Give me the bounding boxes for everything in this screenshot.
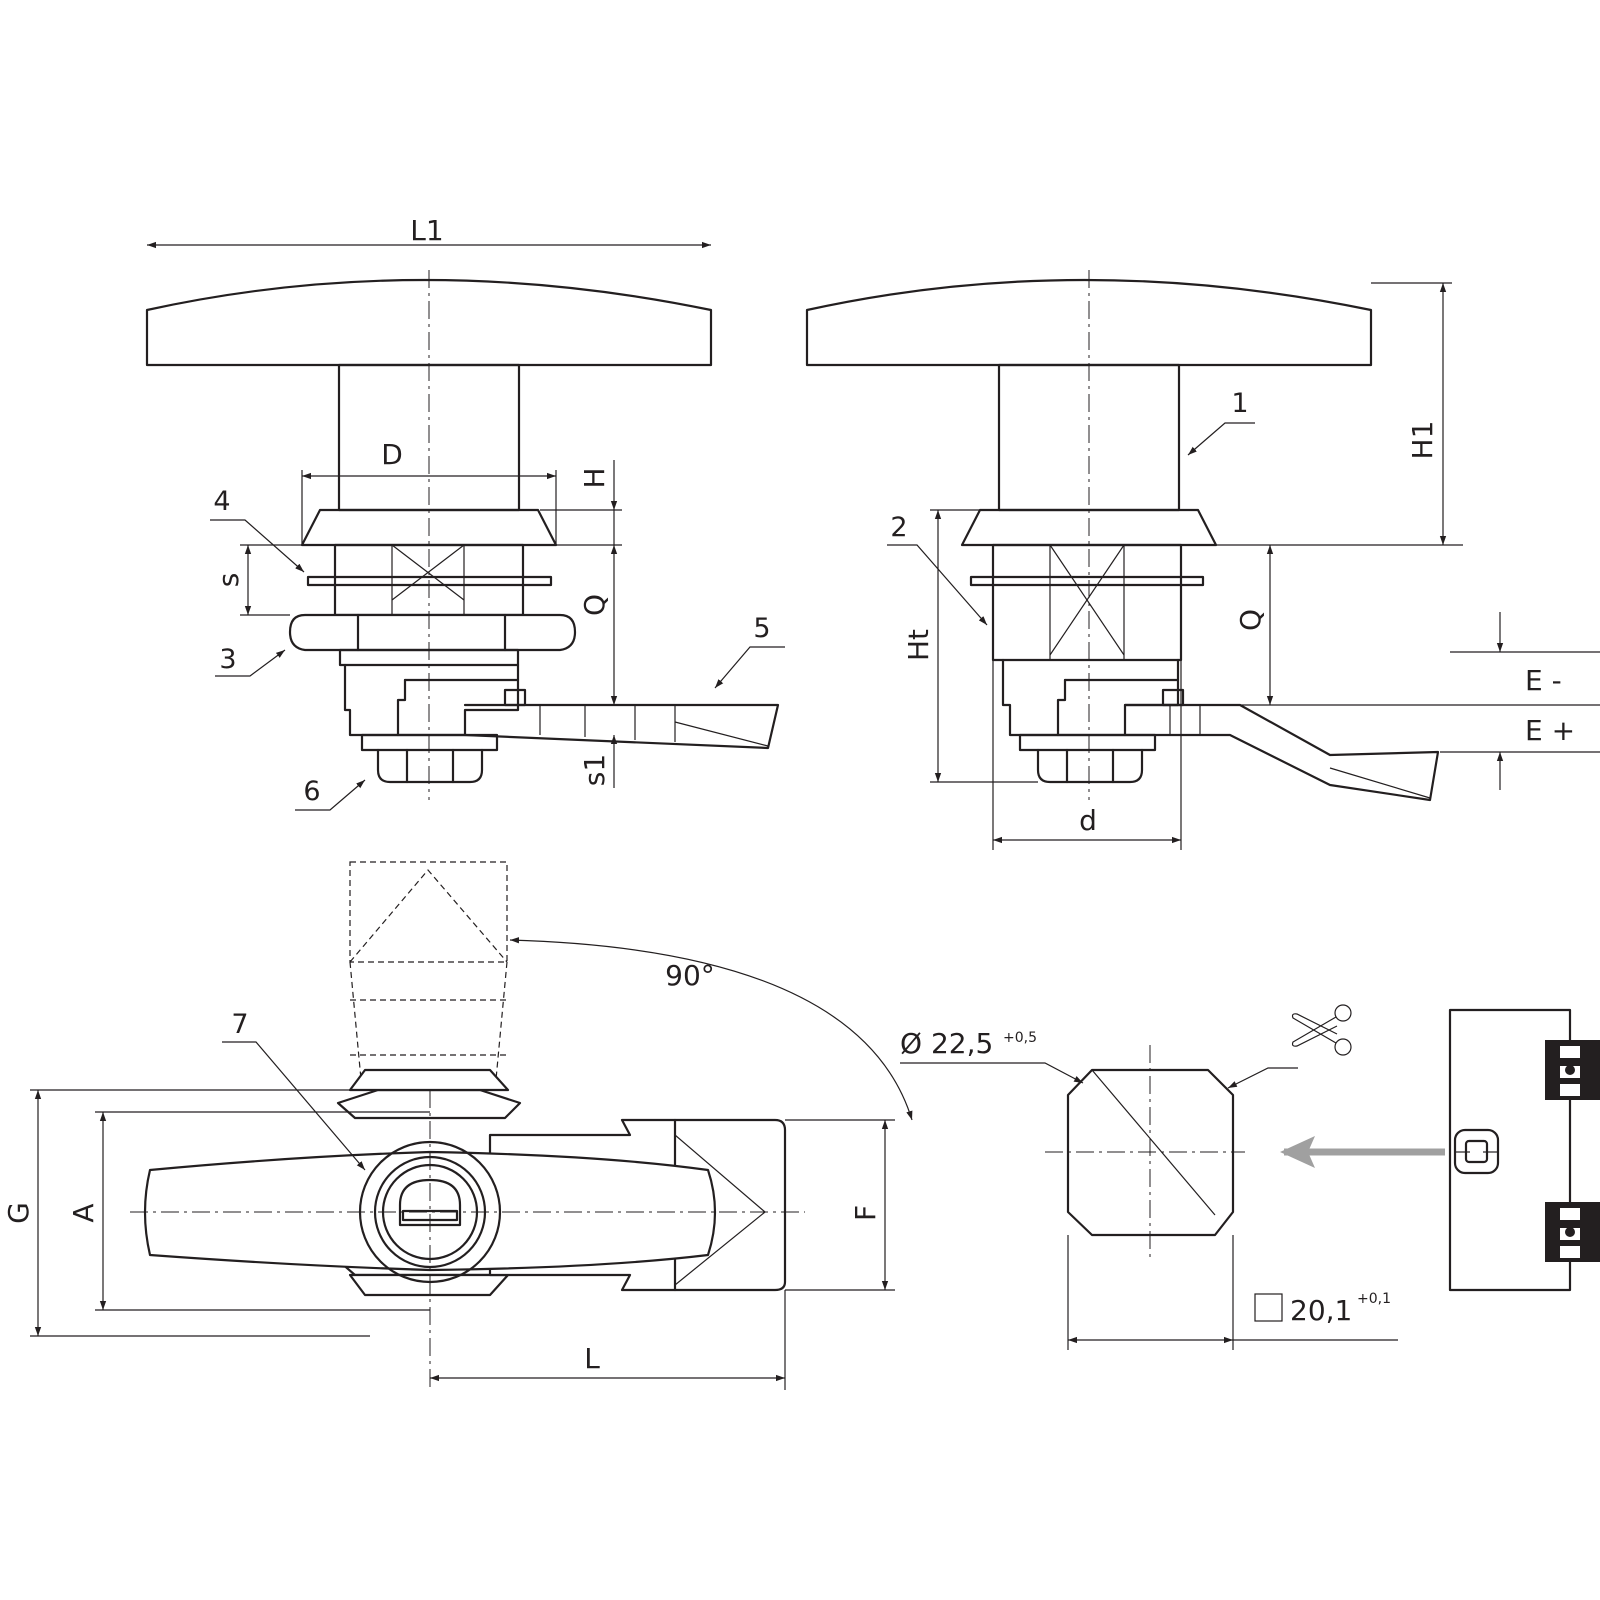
square-symbol-icon bbox=[1254, 1293, 1283, 1322]
dim-q2-label: Q bbox=[1234, 609, 1267, 631]
hinge-bottom bbox=[1545, 1202, 1600, 1262]
dim-g-label: G bbox=[2, 1202, 35, 1224]
dim-l-label: L bbox=[584, 1342, 600, 1375]
angle-90-label: 90° bbox=[665, 959, 715, 992]
dim-l1-label: L1 bbox=[410, 214, 443, 247]
cutout-square-label: 20,1 bbox=[1290, 1294, 1352, 1327]
part-4-label: 4 bbox=[213, 486, 230, 517]
cutout-diameter-tolerance: +0,5 bbox=[1003, 1030, 1037, 1046]
dim-d-small-label: d bbox=[1079, 804, 1097, 837]
dim-a-label: A bbox=[67, 1203, 100, 1222]
cutout-diameter-label: Ø 22,5 bbox=[900, 1027, 993, 1060]
dim-f-label: F bbox=[849, 1205, 882, 1221]
front-view: L1 D H Q s1 s 4 3 6 5 bbox=[145, 214, 785, 811]
cutout-square-tolerance: +0,1 bbox=[1357, 1291, 1391, 1307]
dim-e-minus-label: E - bbox=[1525, 664, 1562, 697]
dim-h-label: H bbox=[578, 467, 611, 488]
dim-d-label: D bbox=[381, 438, 403, 471]
dim-q-label: Q bbox=[578, 594, 611, 616]
hinge-top bbox=[1545, 1040, 1600, 1100]
part-7-label: 7 bbox=[231, 1009, 248, 1040]
dim-ht-label: Ht bbox=[902, 629, 935, 661]
panel-cutout-view: Ø 22,5 +0,5 20,1 +0,1 bbox=[900, 1004, 1600, 1350]
dim-s1-label: s1 bbox=[578, 754, 611, 786]
part-5-label: 5 bbox=[753, 613, 770, 644]
part-3-label: 3 bbox=[219, 644, 236, 675]
dim-h1-label: H1 bbox=[1406, 421, 1439, 460]
scissors-icon bbox=[1291, 1004, 1352, 1056]
side-view: H1 Q Ht d E - E + 1 2 bbox=[805, 270, 1600, 850]
part-1-label: 1 bbox=[1231, 388, 1248, 419]
dim-e-plus-label: E + bbox=[1525, 714, 1575, 747]
dim-s-label: s bbox=[212, 573, 245, 588]
part-2-label: 2 bbox=[890, 512, 907, 543]
top-view: G A F L 90° 7 bbox=[2, 861, 913, 1390]
part-6-label: 6 bbox=[303, 776, 320, 807]
